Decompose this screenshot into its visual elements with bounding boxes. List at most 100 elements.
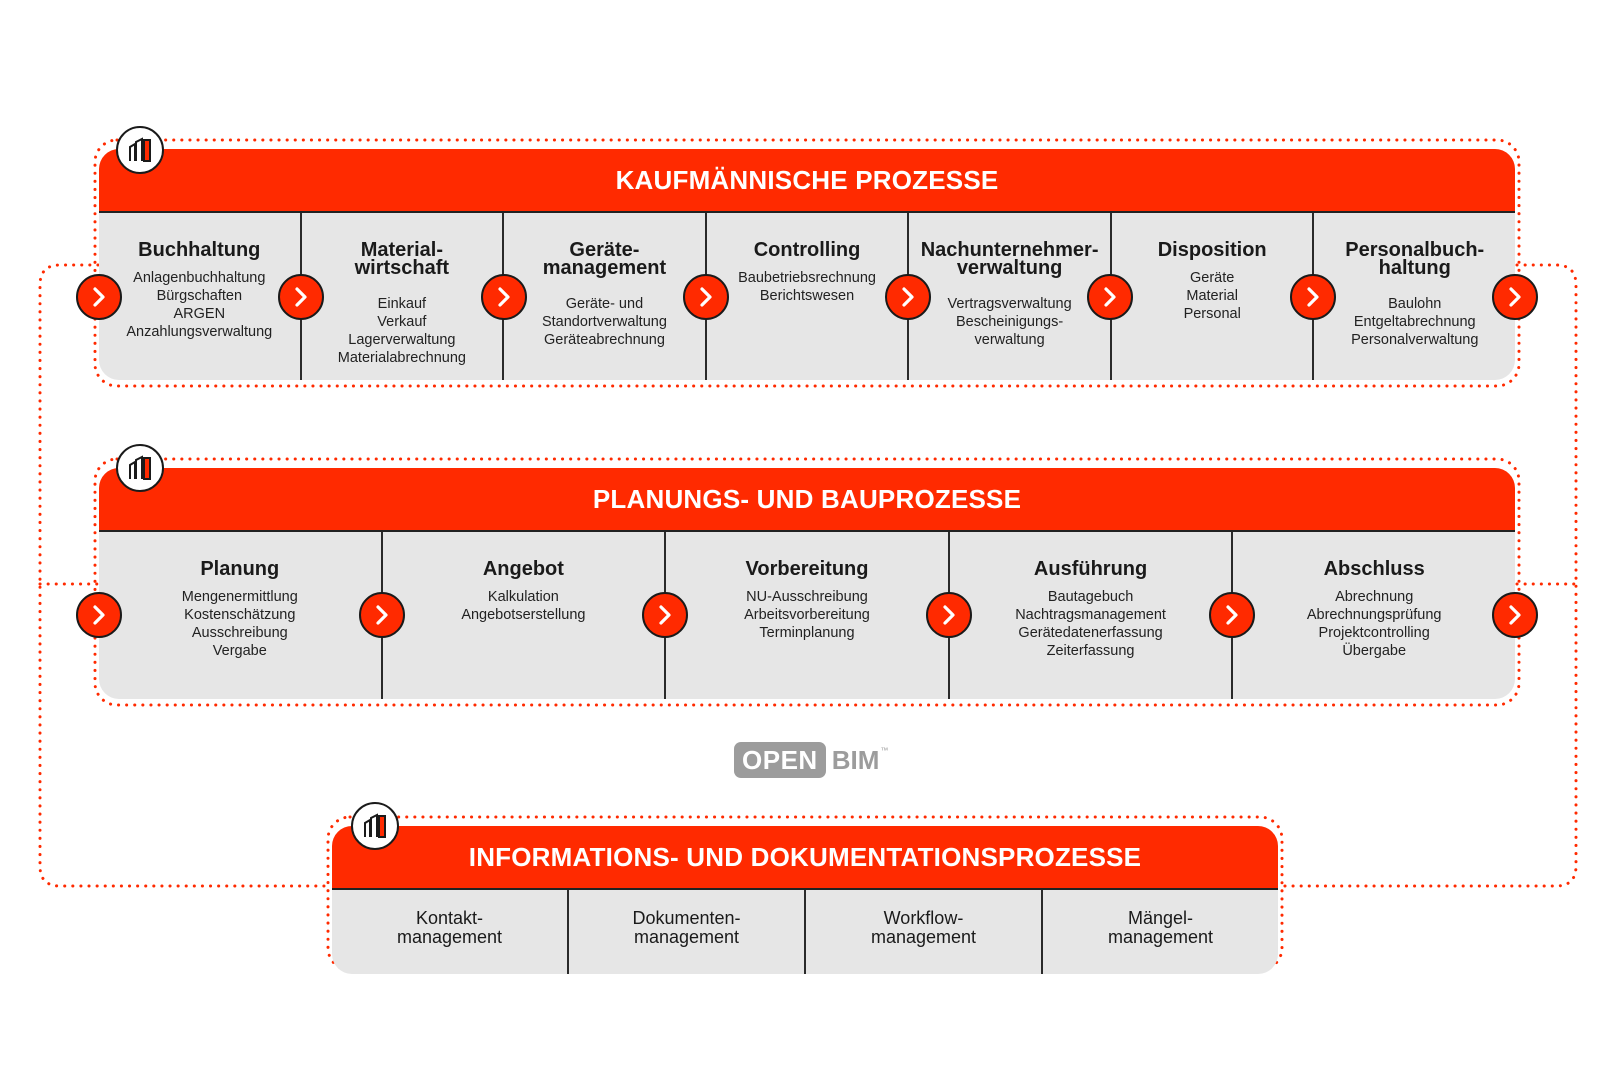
process-item: Ausschreibung <box>191 625 288 641</box>
chevron-right-icon <box>682 274 729 320</box>
chevron-right-icon <box>278 274 325 320</box>
openbim-open-text: OPEN <box>734 742 826 778</box>
process-title-line: management <box>633 927 740 947</box>
process-item: Projektcontrolling <box>1318 625 1430 641</box>
building-icon <box>351 802 399 850</box>
process-title-line: Disposition <box>1157 239 1267 261</box>
chevron-right-icon <box>480 274 527 320</box>
process-title-line: verwaltung <box>956 257 1063 279</box>
process-item: Personalverwaltung <box>1351 332 1479 348</box>
process-title: Controlling <box>707 239 908 261</box>
process-item: Arbeitsvorbereitung <box>744 607 870 623</box>
chevron-right-icon <box>1208 592 1255 638</box>
process-title: Ausführung <box>950 559 1232 579</box>
chevron-right-icon <box>642 592 689 638</box>
process-item: Zeiterfassung <box>1046 643 1135 659</box>
process-title: Geräte-management <box>504 239 705 278</box>
process-title: Disposition <box>1112 239 1313 261</box>
process-item: Verkauf <box>377 314 427 330</box>
process-title-line: Nachunternehmer- <box>920 239 1099 261</box>
chevron-right-icon <box>1492 274 1538 320</box>
process-item: Angebotserstellung <box>461 607 586 623</box>
chevron-right-icon <box>359 592 406 638</box>
process-item: Entgeltabrechnung <box>1353 314 1476 330</box>
process-title: Kontakt-management <box>397 909 502 947</box>
process-item: Vergabe <box>212 643 267 659</box>
process-item: Standortverwaltung <box>541 314 667 330</box>
information-header: INFORMATIONS- UND DOKUMENTATIONSPROZESSE <box>332 826 1278 890</box>
process-title-line: Workflow- <box>883 908 964 928</box>
process-title-line: haltung <box>1378 257 1451 279</box>
process-item: Bescheinigungs- <box>955 314 1064 330</box>
process-item: Kostenschätzung <box>184 607 296 623</box>
process-title-line: Controlling <box>753 239 861 261</box>
process-title-line: Abschluss <box>1323 558 1425 580</box>
process-item: Geräteabrechnung <box>543 332 665 348</box>
process-title: Workflow-management <box>871 909 976 947</box>
process-column: Workflow-management <box>804 890 1041 974</box>
process-item: Übergabe <box>1342 643 1407 659</box>
process-title: Vorbereitung <box>666 559 948 579</box>
process-title-line: management <box>396 927 503 947</box>
process-title: Material-wirtschaft <box>302 239 503 278</box>
process-title: Mängel-management <box>1108 909 1213 947</box>
planung-header: PLANUNGS- UND BAUPROZESSE <box>99 468 1515 532</box>
process-item: NU-Ausschreibung <box>746 589 868 605</box>
process-column: Dokumenten-management <box>567 890 804 974</box>
information-panel: INFORMATIONS- UND DOKUMENTATIONSPROZESSE… <box>332 826 1278 974</box>
process-title: Buchhaltung <box>99 239 300 261</box>
building-icon <box>116 126 164 174</box>
process-title: Dokumenten-management <box>632 909 740 947</box>
openbim-trademark: ™ <box>880 746 889 755</box>
process-item: Baubetriebsrechnung <box>738 270 876 286</box>
process-item: Anzahlungsverwaltung <box>126 324 273 340</box>
process-column: Kontakt-management <box>332 890 567 974</box>
process-item: Personal <box>1183 306 1241 322</box>
process-item: Bürgschaften <box>156 288 243 304</box>
process-title-line: Mängel- <box>1127 908 1193 928</box>
process-title: Nachunternehmer-verwaltung <box>909 239 1110 279</box>
process-item: Geräte- und <box>565 296 644 312</box>
openbim-bim-text: BIM <box>831 745 880 775</box>
chevron-right-icon <box>1289 274 1336 320</box>
process-title-line: Material- <box>360 239 443 261</box>
process-item: Baulohn <box>1388 296 1442 312</box>
process-item: Kalkulation <box>487 589 559 605</box>
process-item: Materialabrechnung <box>337 350 466 366</box>
process-item: Abrechnung <box>1335 589 1414 605</box>
chevron-right-icon <box>1087 274 1134 320</box>
process-title-line: Planung <box>200 558 280 580</box>
process-item: Nachtragsmanagement <box>1015 607 1166 623</box>
process-item: Bautagebuch <box>1047 589 1134 605</box>
process-item: Einkauf <box>377 296 427 312</box>
process-title-line: Buchhaltung <box>138 239 261 261</box>
process-item: Vertragsverwaltung <box>947 296 1072 312</box>
process-item: Lagerverwaltung <box>348 332 456 348</box>
process-item: Geräte <box>1190 270 1235 286</box>
process-title: Personalbuch-haltung <box>1314 240 1515 279</box>
process-title-line: Geräte- <box>569 239 640 261</box>
process-item: Gerätedatenerfassung <box>1018 625 1163 641</box>
process-item: Abrechnungsprüfung <box>1306 607 1442 623</box>
chevron-right-icon <box>76 274 122 320</box>
process-title: Angebot <box>383 559 665 579</box>
